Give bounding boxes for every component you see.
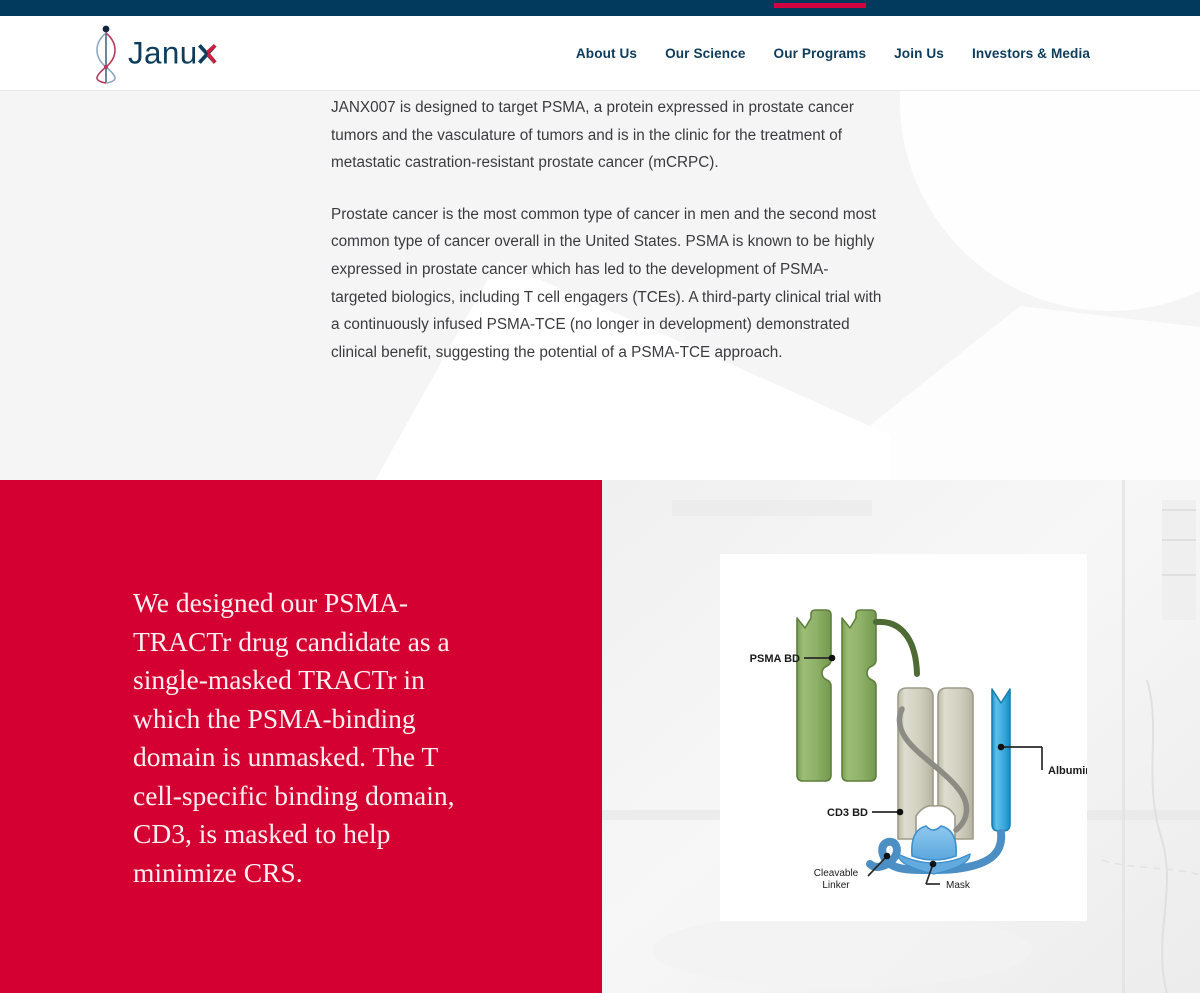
green-connector-link — [873, 618, 920, 677]
label-cd3-bd: CD3 BD — [827, 807, 868, 819]
nav-item-about-us[interactable]: About Us — [562, 16, 651, 91]
nav-label: Investors & Media — [971, 46, 1090, 61]
nav-label: About Us — [575, 46, 638, 61]
janux-logo[interactable]: Janu — [88, 24, 278, 84]
program-description-section: JANX007 is designed to target PSMA, a pr… — [0, 91, 1200, 480]
label-mask: Mask — [946, 880, 971, 891]
nav-item-investors-media[interactable]: Investors & Media — [958, 16, 1104, 91]
diagram-leader-lines — [804, 657, 1043, 885]
decorative-circle-shape — [900, 91, 1200, 311]
nav-label: Our Programs — [773, 46, 867, 61]
paragraph-janx007: JANX007 is designed to target PSMA, a pr… — [331, 99, 854, 172]
psma-tractr-molecule-diagram: PSMA BD Albumin BD CD3 BD Cleavable Link… — [720, 554, 1087, 921]
gray-strand-link — [896, 706, 970, 833]
diagram-leader-dots — [828, 654, 1005, 868]
top-accent-bar — [0, 0, 1200, 16]
site-header: Janu About Us Our Science Our Programs — [0, 3, 1200, 91]
paragraph-prostate-cancer: Prostate cancer is the most common type … — [331, 205, 882, 361]
nav-item-our-science[interactable]: Our Science — [651, 16, 759, 91]
label-albumin-bd: Albumin BD — [1048, 765, 1087, 777]
tractr-design-band: We designed our PSMA-TRACTr drug candida… — [0, 480, 1200, 993]
tractr-headline: We designed our PSMA-TRACTr drug candida… — [133, 587, 455, 888]
nav-item-join-us[interactable]: Join Us — [880, 16, 958, 91]
red-headline-panel: We designed our PSMA-TRACTr drug candida… — [0, 480, 602, 993]
diagram-card: PSMA BD Albumin BD CD3 BD Cleavable Link… — [720, 554, 1087, 921]
psma-binding-domain-shape — [796, 609, 877, 782]
main-navigation: About Us Our Science Our Programs Join U… — [562, 3, 1104, 91]
janux-helix-logo-icon — [96, 25, 116, 84]
albumin-binding-domain-shape — [991, 688, 1011, 832]
nav-label: Join Us — [894, 46, 944, 61]
label-psma-bd: PSMA BD — [750, 653, 800, 665]
diagram-panel: PSMA BD Albumin BD CD3 BD Cleavable Link… — [602, 480, 1200, 993]
nav-label: Our Science — [665, 46, 746, 61]
label-cleavable-linker-line1: Cleavable — [814, 868, 859, 879]
label-cleavable-linker-line2: Linker — [822, 880, 850, 891]
program-body-copy: JANX007 is designed to target PSMA, a pr… — [331, 91, 883, 390]
svg-text:Janu: Janu — [128, 35, 198, 70]
janux-wordmark-icon: Janu — [128, 35, 217, 70]
cleavable-linker-shape — [866, 829, 1006, 874]
nav-item-our-programs[interactable]: Our Programs — [760, 3, 881, 91]
